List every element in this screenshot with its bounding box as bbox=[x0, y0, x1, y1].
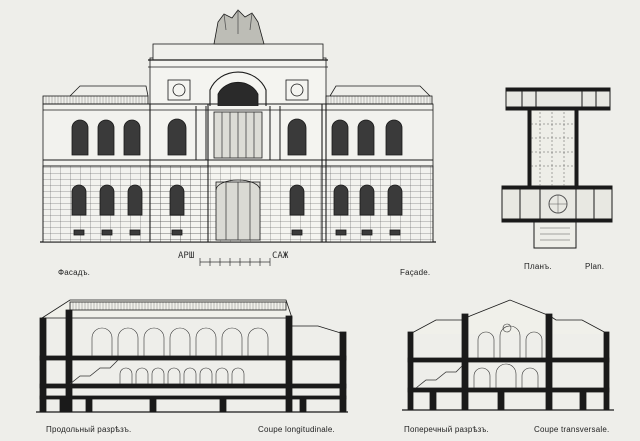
transversal-caption-ru: Поперечный разрѣзъ. bbox=[404, 425, 489, 434]
scale-label-left: АРШ bbox=[178, 251, 195, 261]
longitudinal-section-drawing bbox=[36, 299, 348, 413]
plan-caption-fr: Plan. bbox=[585, 262, 605, 271]
transversal-caption-fr: Coupe transversale. bbox=[534, 425, 610, 434]
plan-caption-ru: Планъ. bbox=[524, 262, 552, 271]
longitudinal-caption-fr: Coupe longitudinale. bbox=[258, 425, 335, 434]
facade-caption-ru: Фасадъ. bbox=[58, 268, 91, 277]
scale-bar bbox=[199, 258, 271, 266]
facade-drawing bbox=[40, 9, 436, 243]
transversal-section-drawing bbox=[402, 299, 614, 411]
scale-label-right: САЖ bbox=[272, 251, 289, 261]
facade-caption-fr: Façade. bbox=[400, 268, 431, 277]
longitudinal-caption-ru: Продольный разрѣзъ. bbox=[46, 425, 132, 434]
plan-drawing bbox=[501, 87, 613, 249]
